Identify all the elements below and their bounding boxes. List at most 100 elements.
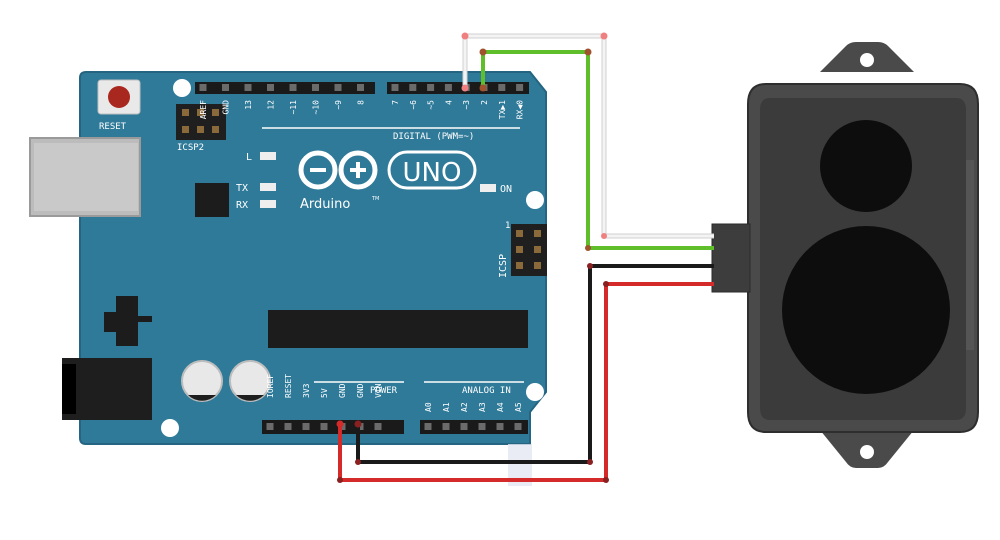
voltage-regulator-leg <box>138 316 152 322</box>
arduino-uno-board: RESET ICSP2 L TX RX ON <box>29 71 547 445</box>
header-pin-hole[interactable] <box>498 84 506 91</box>
pin-label: 13 <box>244 100 253 110</box>
header-pin-hole[interactable] <box>442 423 450 430</box>
wire-joint <box>355 459 361 465</box>
pin-label: IOREF <box>266 374 275 398</box>
pin-label: RX◀0 <box>516 100 525 119</box>
digital-header-label: DIGITAL (PWM=~) <box>393 132 474 142</box>
led-tx-label: TX <box>236 183 248 194</box>
pin-label: ~6 <box>409 100 418 110</box>
pin-label: 8 <box>357 100 366 105</box>
sensor-receiver-lens <box>782 226 950 394</box>
wire-joint <box>603 281 609 287</box>
pin-label: VIN <box>374 383 383 398</box>
header-pin-hole[interactable] <box>312 84 319 91</box>
usb-connector-inner <box>34 143 138 211</box>
header-pin-hole[interactable] <box>357 84 364 91</box>
header-pin-hole[interactable] <box>289 84 297 91</box>
header-pin-hole[interactable] <box>302 423 310 430</box>
wire-joint <box>354 420 362 428</box>
led-on <box>480 184 496 192</box>
header-pin-hole[interactable] <box>222 84 229 91</box>
header-pin-hole[interactable] <box>478 423 486 430</box>
pin-label: ~11 <box>289 100 298 115</box>
header-pin-hole[interactable] <box>427 84 435 91</box>
pin-label: A4 <box>496 402 505 412</box>
wire-joint <box>461 84 469 92</box>
analog-header <box>420 420 528 434</box>
board-pcb <box>79 71 547 445</box>
header-pin-hole[interactable] <box>266 423 274 430</box>
sensor-emitter-lens <box>820 120 912 212</box>
wire-joints <box>336 32 609 483</box>
header-pin-hole[interactable] <box>516 84 524 91</box>
pin-label: GND <box>356 383 365 398</box>
header-pin-hole[interactable] <box>320 423 328 430</box>
header-pin-hole[interactable] <box>409 84 417 91</box>
sensor-connector <box>711 223 751 293</box>
header-pin-hole[interactable] <box>391 84 399 91</box>
wire-joint <box>601 233 607 239</box>
wire-joint <box>479 48 487 56</box>
header-pin-hole[interactable] <box>244 84 252 91</box>
pin-label: A3 <box>478 402 487 412</box>
reset-label: RESET <box>99 122 127 132</box>
power-jack <box>62 358 152 420</box>
header-pin-hole[interactable] <box>284 423 292 430</box>
pin-label: TX▶1 <box>498 100 507 119</box>
header-pin-hole[interactable] <box>199 84 207 91</box>
pin-label: A0 <box>424 402 433 412</box>
pin-label: 7 <box>391 100 400 105</box>
icsp2-pins <box>182 109 219 133</box>
header-pin-hole[interactable] <box>334 84 342 91</box>
header-pin-hole[interactable] <box>514 423 522 430</box>
header-pin-hole[interactable] <box>444 84 452 91</box>
wire-joint <box>587 459 593 465</box>
pin-label: ~5 <box>427 100 436 110</box>
header-pin-hole[interactable] <box>267 84 274 91</box>
led-rx-label: RX <box>236 200 248 211</box>
wire-joint <box>585 245 591 251</box>
pin-label: A5 <box>514 402 523 412</box>
led-on-label: ON <box>500 184 512 195</box>
usb-chip <box>195 183 229 217</box>
icsp2-label: ICSP2 <box>177 143 204 153</box>
led-l-label: L <box>246 152 252 163</box>
wire-joint <box>603 477 609 483</box>
header-pin-hole[interactable] <box>496 423 504 430</box>
pin-label: RESET <box>284 374 293 398</box>
wire-joint <box>479 84 487 92</box>
pin-label: ~9 <box>334 100 343 110</box>
pin-label: 4 <box>444 100 453 105</box>
header-pin-hole[interactable] <box>424 423 432 430</box>
power-header-label: POWER <box>370 386 398 396</box>
pin-label: ~3 <box>462 100 471 110</box>
pin-label: AREF <box>199 100 208 119</box>
wire-joint <box>337 477 343 483</box>
mounting-hole <box>526 191 544 209</box>
analog-pin-holes <box>424 423 522 430</box>
power-jack-front <box>62 364 76 414</box>
reset-button-cap[interactable] <box>108 86 130 108</box>
arduino-logo <box>298 150 378 190</box>
wire-joint <box>587 263 593 269</box>
pin-label: 3V3 <box>302 383 311 398</box>
header-pin-hole[interactable] <box>374 423 382 430</box>
sensor-mount-hole <box>860 445 874 459</box>
header-pin-hole[interactable] <box>460 423 468 430</box>
power-header <box>262 420 404 434</box>
voltage-regulator-tab <box>104 312 118 332</box>
mounting-hole <box>526 383 544 401</box>
logo-model: UNO <box>403 158 462 188</box>
led-tx <box>260 183 276 191</box>
voltage-regulator <box>116 296 138 346</box>
pin-label: GND <box>222 100 231 115</box>
sensor-mount-hole <box>860 53 874 67</box>
wire-joint <box>461 32 469 40</box>
analog-header-label: ANALOG IN <box>462 386 511 396</box>
led-rx <box>260 200 276 208</box>
